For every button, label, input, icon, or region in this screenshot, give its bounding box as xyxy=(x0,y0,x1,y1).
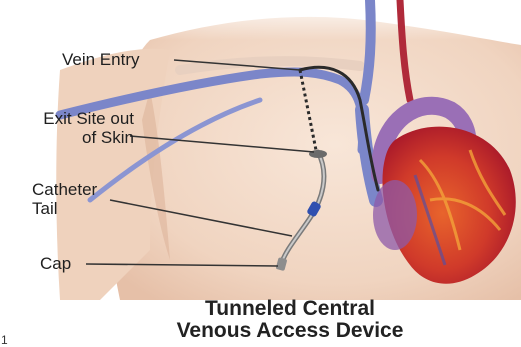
label-catheter-tail-line2: Tail xyxy=(32,199,97,218)
right-atrium xyxy=(373,180,417,250)
label-exit-site-line2: of Skin xyxy=(20,128,134,147)
diagram-title: Tunneled Central Venous Access Device xyxy=(110,298,470,342)
label-exit-site-line1: Exit Site out xyxy=(20,109,134,128)
label-vein-entry: Vein Entry xyxy=(62,50,140,69)
label-catheter-tail-line1: Catheter xyxy=(32,180,97,199)
diagram-title-line1: Tunneled Central xyxy=(110,298,470,320)
diagram-title-line2: Venous Access Device xyxy=(110,320,470,342)
label-exit-site: Exit Site out of Skin xyxy=(20,109,134,147)
label-catheter-tail: Catheter Tail xyxy=(32,180,97,218)
stray-mark: 1 xyxy=(1,333,8,347)
label-cap: Cap xyxy=(40,254,71,273)
